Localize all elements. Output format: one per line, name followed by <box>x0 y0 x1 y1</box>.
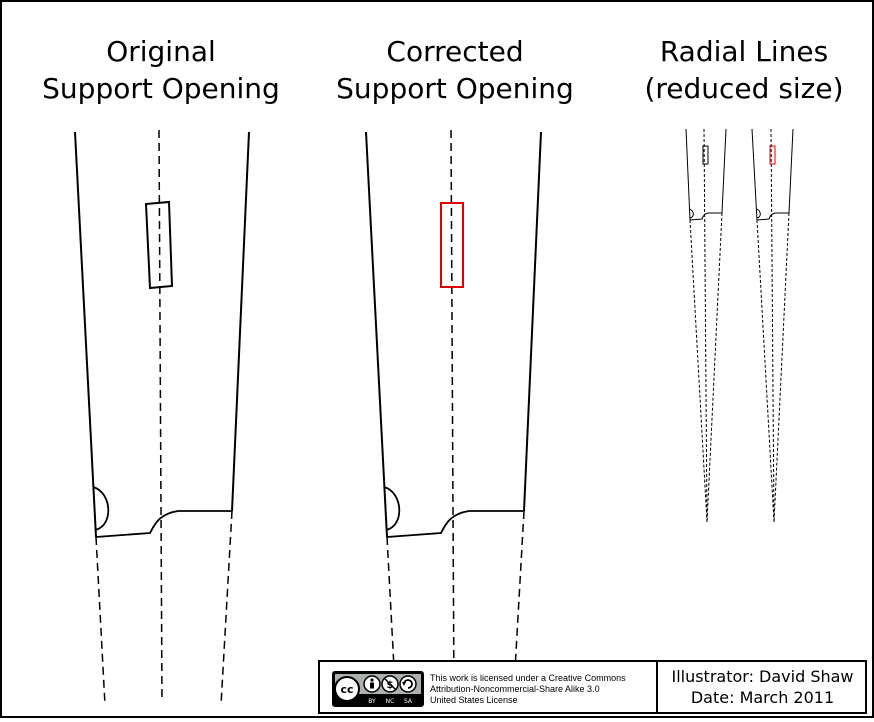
license-box: cc $ BY NC SA This work is licensed un <box>318 660 867 714</box>
illustrator-credit: Illustrator: David Shaw <box>671 667 854 686</box>
corrected-left-extension <box>386 536 397 706</box>
radial-left-piece-opening <box>702 145 709 165</box>
original-left-edge <box>74 131 97 538</box>
cc-badge-by-label: BY <box>368 698 376 705</box>
cc-badge-cc-text: cc <box>340 683 353 696</box>
title-original-line-1: Original <box>106 35 216 68</box>
title-radial-line-1: Radial Lines <box>659 35 829 68</box>
title-corrected-line-1: Corrected <box>386 35 524 68</box>
svg-text:$: $ <box>387 680 394 691</box>
radial-right-piece-notch <box>755 208 761 219</box>
radial-left-convergence-right <box>706 212 723 523</box>
title-original-line-2: Support Opening <box>42 72 280 105</box>
radial-left-piece-bottom <box>689 212 722 221</box>
title-radial: Radial Lines (reduced size) <box>604 33 874 107</box>
creative-commons-icon: cc <box>334 676 360 702</box>
radial-right-piece-opening <box>769 145 776 165</box>
cc-license-badge[interactable]: cc $ BY NC SA <box>332 671 424 707</box>
radial-right-convergence-left <box>756 219 775 523</box>
attribution-icon <box>363 675 381 693</box>
cc-badge-nc-label: NC <box>386 698 395 705</box>
original-panel <box>74 129 250 706</box>
corrected-notch <box>383 486 401 531</box>
radial-left-piece-left-edge <box>685 128 691 221</box>
share-alike-icon <box>399 675 417 693</box>
corrected-bottom-edge <box>386 510 524 538</box>
corrected-center-line <box>450 129 455 701</box>
cc-badge-sa-label: SA <box>404 698 413 705</box>
original-support-opening <box>144 200 174 290</box>
radial-right-piece-bottom <box>756 212 789 221</box>
title-radial-line-2: (reduced size) <box>644 72 844 105</box>
radial-left-piece-notch <box>688 208 694 219</box>
radial-right-piece-right-edge <box>788 128 794 214</box>
original-notch <box>92 486 110 531</box>
radial-right-convergence-right <box>773 212 790 523</box>
title-original: Original Support Opening <box>21 33 301 107</box>
original-bottom-edge <box>95 510 232 538</box>
title-corrected-line-2: Support Opening <box>336 72 574 105</box>
corrected-right-edge <box>523 131 542 512</box>
radial-panel <box>685 128 794 523</box>
cc-badge-graphic: cc $ BY NC SA <box>333 672 423 706</box>
license-divider <box>656 662 658 712</box>
corrected-support-opening <box>440 202 464 288</box>
license-line-3: United States License <box>430 695 518 705</box>
license-line-1: This work is licensed under a Creative C… <box>430 673 626 683</box>
original-left-extension <box>95 536 106 706</box>
original-right-edge <box>231 131 250 512</box>
license-text: This work is licensed under a Creative C… <box>430 673 650 706</box>
original-center-line <box>158 129 163 701</box>
radial-left-convergence-left <box>689 219 708 523</box>
radial-left-piece-right-edge <box>721 128 727 214</box>
radial-right-center-line <box>770 128 775 523</box>
credits: Illustrator: David Shaw Date: March 2011 <box>660 666 865 708</box>
original-right-extension <box>220 510 233 706</box>
corrected-panel <box>365 129 542 706</box>
radial-left-center-line <box>703 128 708 523</box>
title-corrected: Corrected Support Opening <box>315 33 595 107</box>
corrected-left-edge <box>365 131 388 538</box>
radial-right-piece-left-edge <box>751 128 758 221</box>
date-credit: Date: March 2011 <box>690 688 835 707</box>
license-line-2: Attribution-Noncommercial-Share Alike 3.… <box>430 684 600 694</box>
noncommercial-icon: $ <box>381 675 399 693</box>
